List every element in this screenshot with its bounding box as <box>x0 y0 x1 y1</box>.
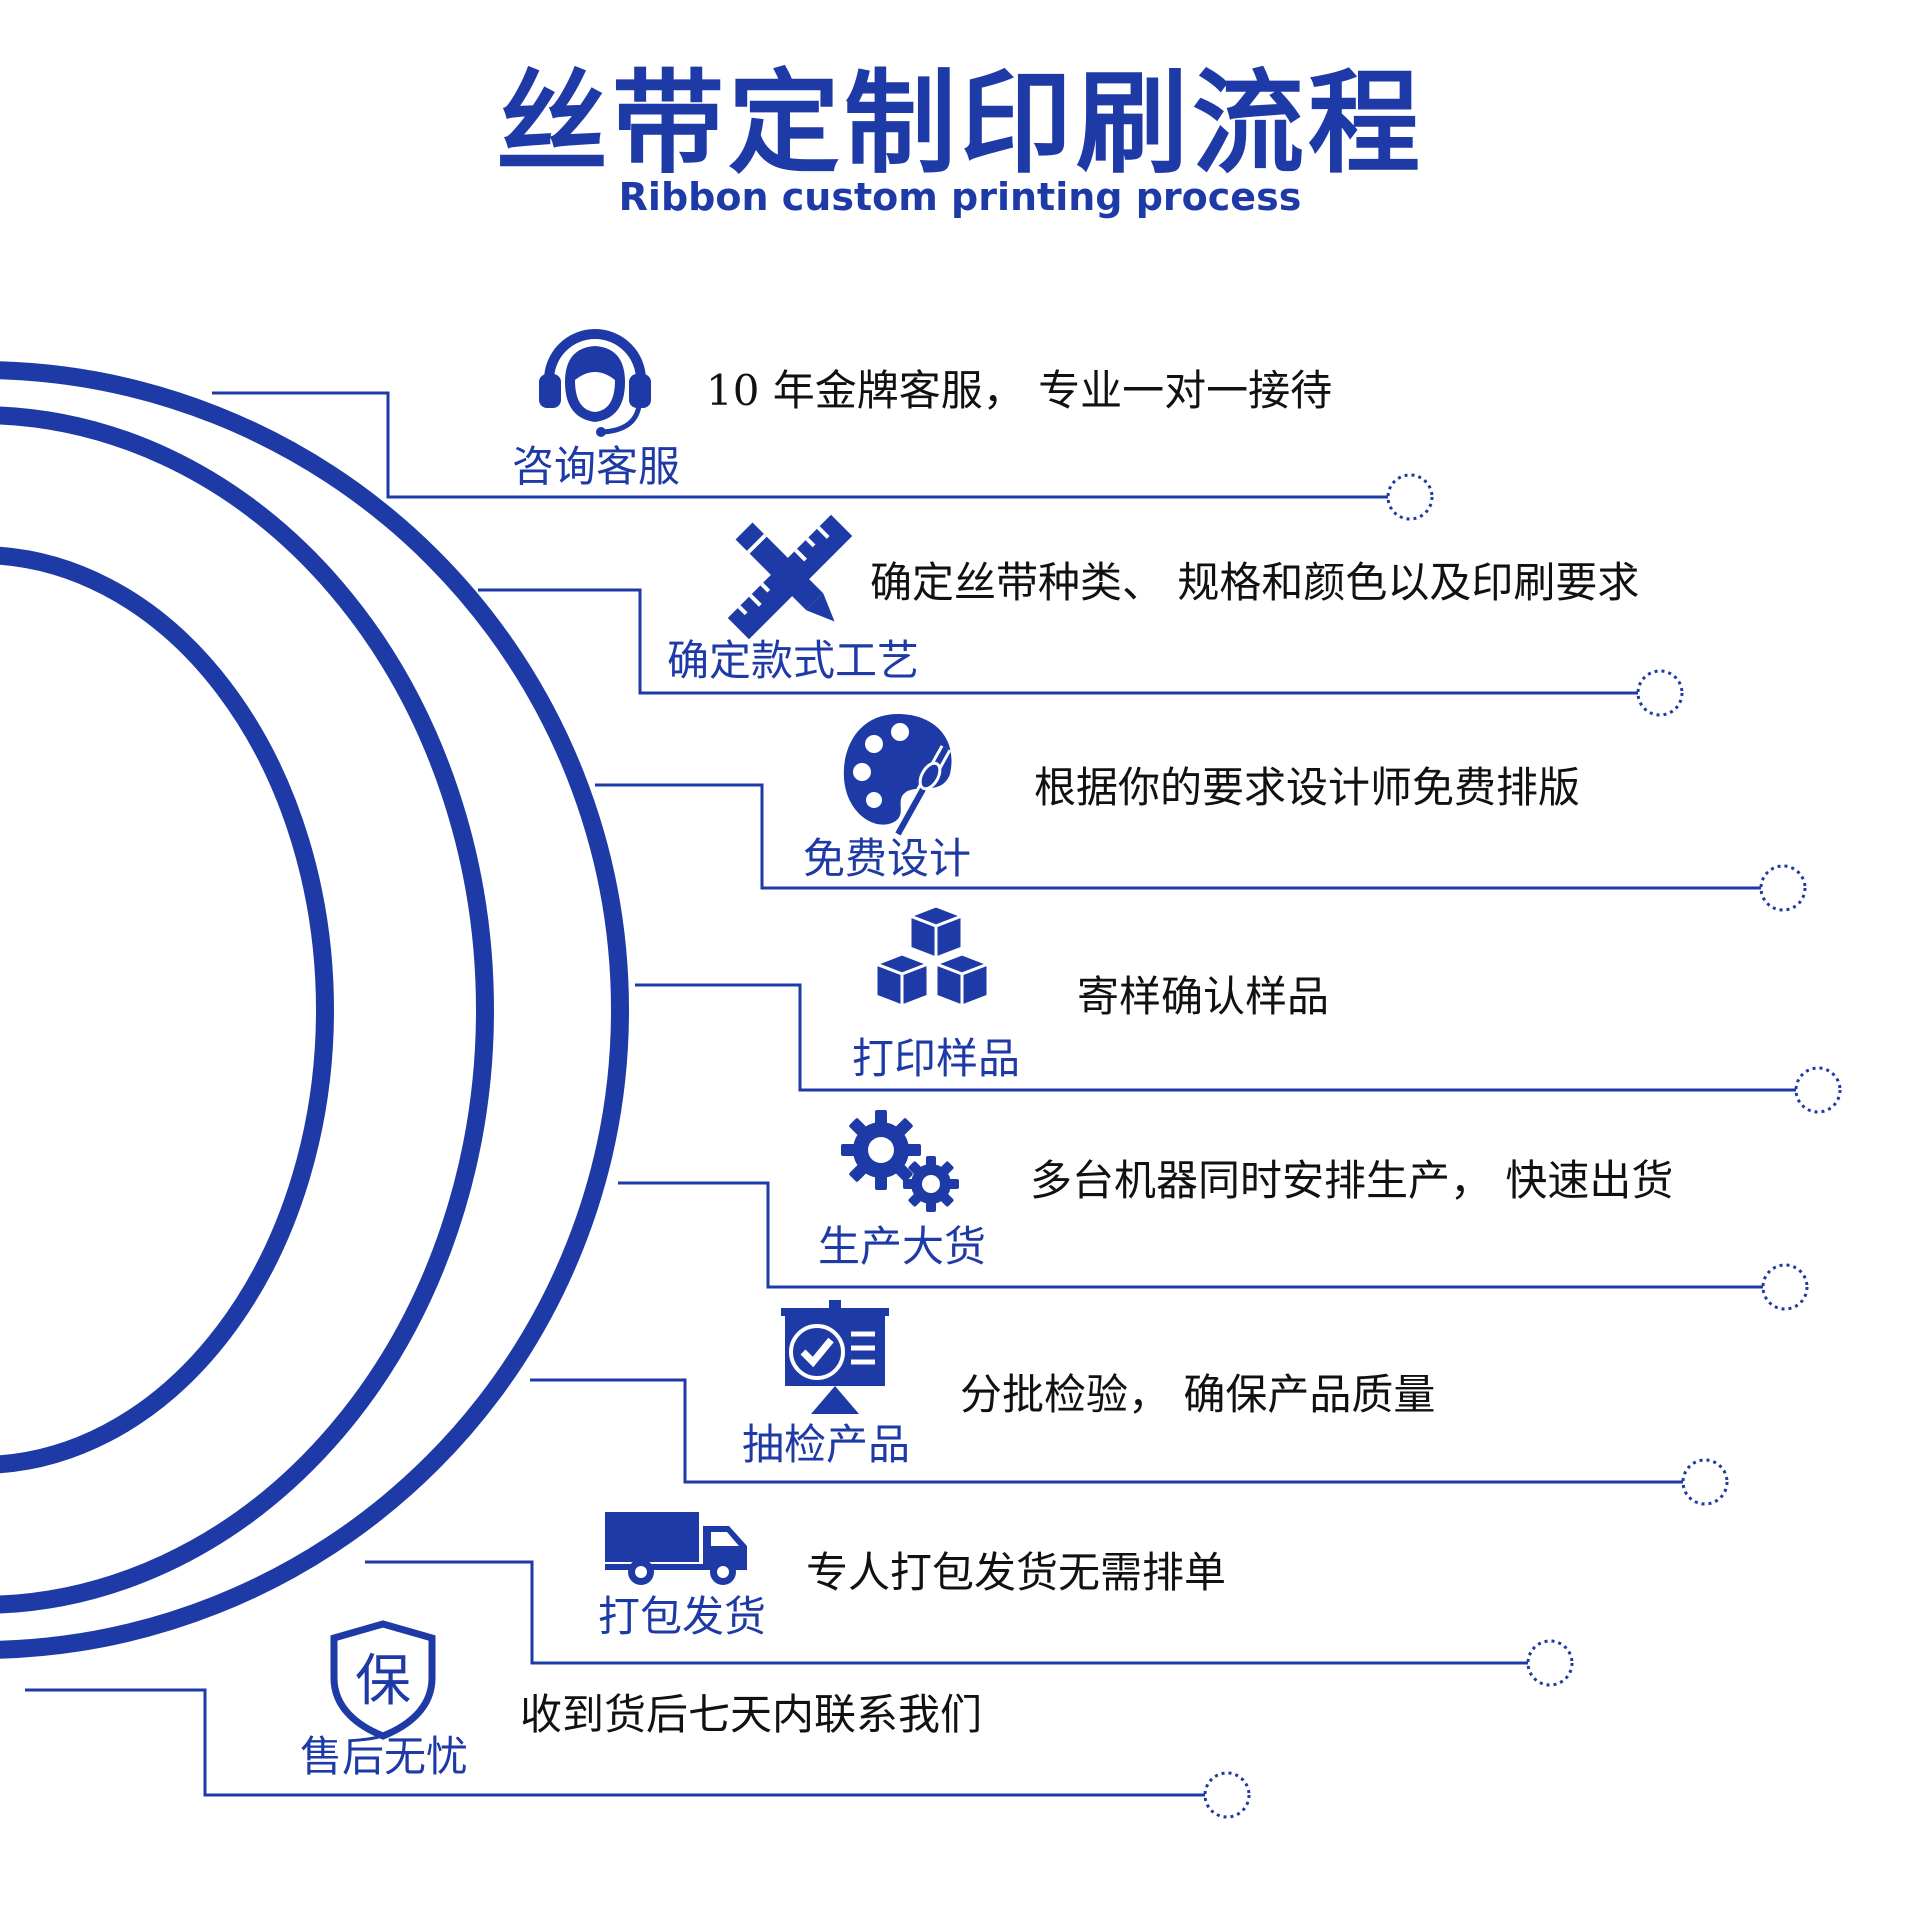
connector-line-8 <box>25 1688 1205 1797</box>
connector-end-circle-3 <box>1759 864 1807 912</box>
step-desc-production: 多台机器同时安排生产， 快速出货 <box>1030 1156 1674 1205</box>
connector-end-circle-8 <box>1203 1771 1251 1819</box>
connector-line-4 <box>635 983 1796 1092</box>
delivery-truck-icon <box>605 1512 747 1585</box>
customer-service-headset-icon <box>539 329 651 437</box>
step-desc-aftersales: 收到货后七天内联系我们 <box>520 1690 983 1739</box>
connector-line-3 <box>595 783 1761 890</box>
step-label-shipping: 打包发货 <box>598 1592 767 1641</box>
gears-icon <box>841 1110 959 1212</box>
step-desc-style: 确定丝带种类、 规格和颜色以及印刷要求 <box>870 558 1640 607</box>
palette-brush-icon <box>843 714 952 837</box>
step-label-design: 免费设计 <box>803 834 972 883</box>
arc-middle <box>0 406 494 1614</box>
connector-line-6 <box>530 1378 1683 1484</box>
connector-line-1 <box>212 391 1388 499</box>
arc-outer <box>0 361 629 1659</box>
connector-end-circle-5 <box>1761 1263 1809 1311</box>
pencil-ruler-icon <box>727 514 853 640</box>
step-desc-shipping: 专人打包发货无需排单 <box>806 1548 1227 1597</box>
connector-line-7 <box>365 1560 1528 1665</box>
connector-line-2 <box>478 588 1638 695</box>
connector-line-5 <box>618 1181 1763 1289</box>
step-connectors <box>25 391 1842 1819</box>
step-desc-sample: 寄样确认样品 <box>1077 972 1330 1021</box>
checklist-board-icon <box>781 1300 889 1414</box>
step-desc-consult: 10 年金牌客服， 专业一对一接待 <box>706 366 1333 415</box>
connector-end-circle-1 <box>1386 473 1434 521</box>
arc-inner <box>0 546 334 1474</box>
step-label-consult: 咨询客服 <box>512 442 681 491</box>
connector-end-circle-2 <box>1636 669 1684 717</box>
step-desc-inspection: 分批检验， 确保产品质量 <box>960 1370 1436 1419</box>
connector-end-circle-7 <box>1526 1639 1574 1687</box>
step-label-inspection: 抽检产品 <box>742 1420 911 1469</box>
step-desc-design: 根据你的要求设计师免费排版 <box>1034 763 1581 812</box>
step-label-sample: 打印样品 <box>852 1034 1021 1083</box>
shield-guarantee-icon: 保 <box>330 1620 436 1740</box>
connector-end-circle-6 <box>1681 1458 1729 1506</box>
page-subtitle: Ribbon custom printing process <box>618 175 1302 219</box>
step-label-style: 确定款式工艺 <box>667 636 920 685</box>
connector-end-circle-4 <box>1794 1066 1842 1114</box>
page-title: 丝带定制印刷流程 <box>496 59 1424 189</box>
shield-badge-text: 保 <box>355 1649 411 1714</box>
step-label-production: 生产大货 <box>818 1222 987 1271</box>
step-label-aftersales: 售后无忧 <box>300 1732 469 1781</box>
stacked-boxes-icon <box>871 904 993 1009</box>
decorative-arcs <box>0 361 629 1659</box>
